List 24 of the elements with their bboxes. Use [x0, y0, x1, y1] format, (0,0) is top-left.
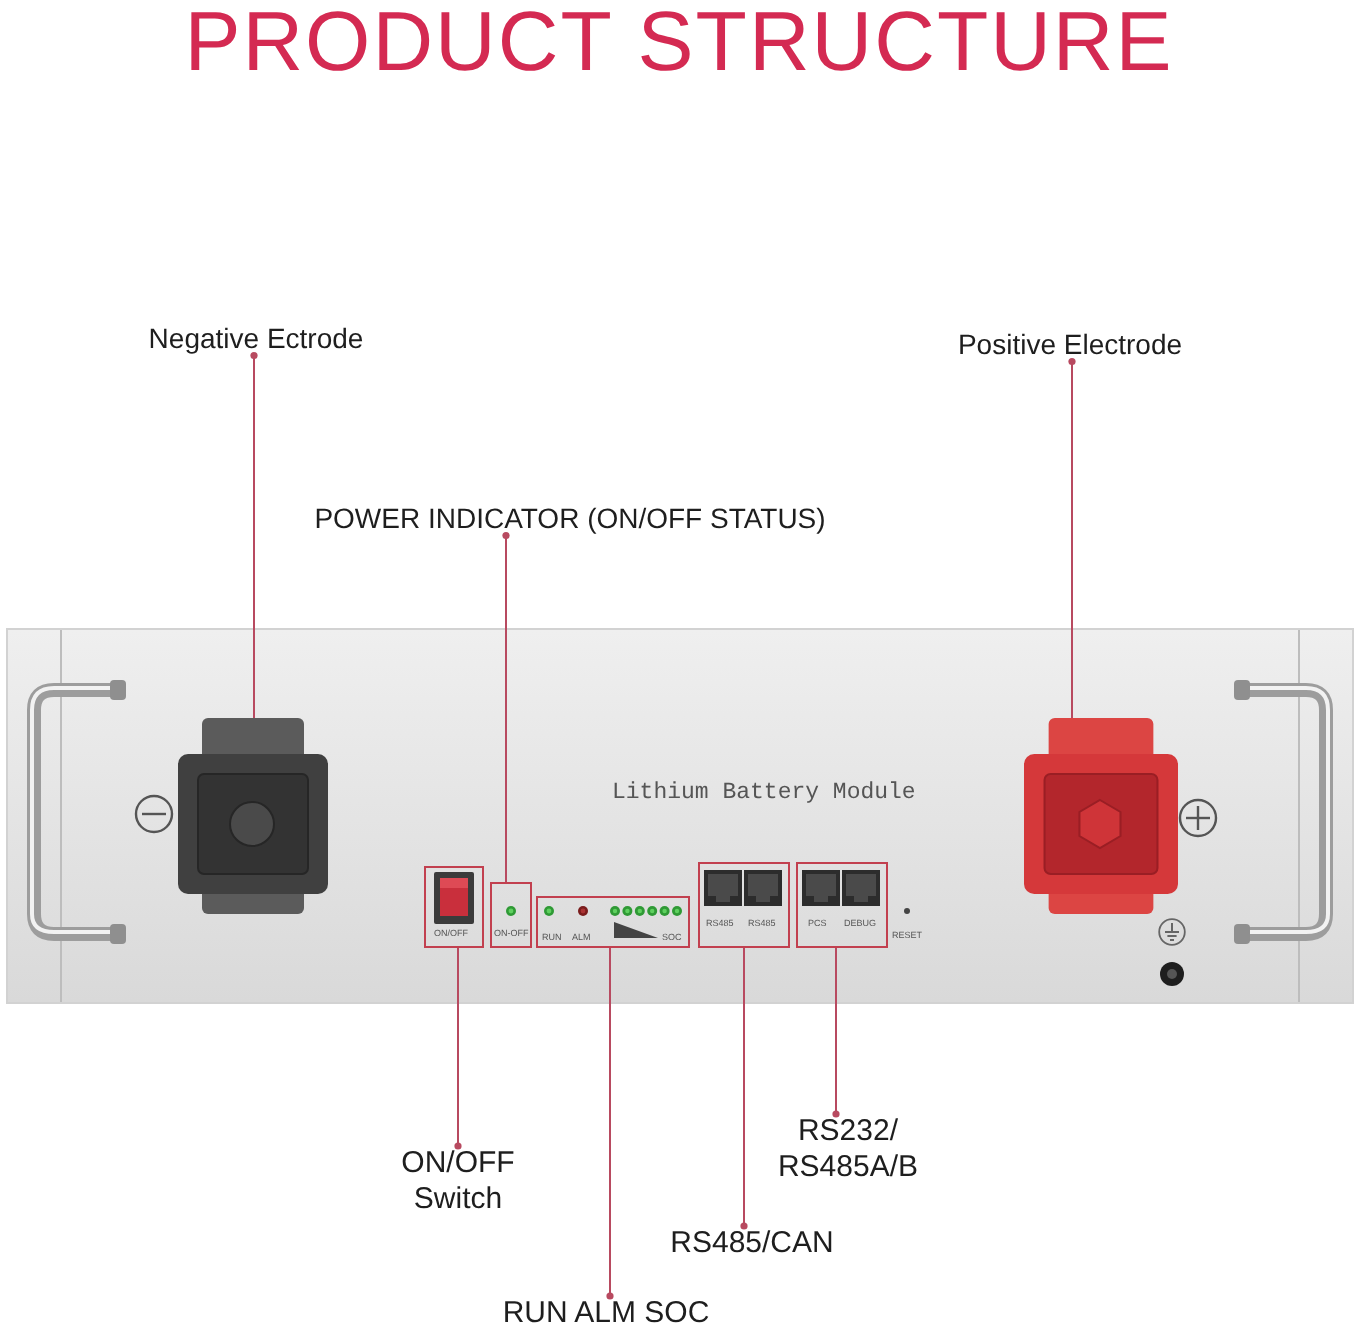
callout-label: RS232/ RS485A/B — [774, 1114, 922, 1186]
highlight-frame — [424, 866, 484, 948]
leader-line — [502, 532, 510, 883]
leader-line — [454, 947, 462, 1150]
callout-label: POWER INDICATOR (ON/OFF STATUS) — [314, 502, 826, 536]
callout-label: RUN ALM SOC — [502, 1296, 710, 1332]
highlight-frame — [796, 862, 888, 948]
callout-label: ON/OFF Switch — [396, 1146, 520, 1218]
highlight-frame — [698, 862, 790, 948]
leader-line — [606, 947, 614, 1300]
callout-label: RS485/CAN — [670, 1226, 834, 1262]
negative-terminal — [178, 718, 328, 914]
highlight-frame — [490, 882, 532, 948]
battery-front-panel — [6, 628, 1354, 1004]
highlight-frame — [536, 896, 690, 948]
leader-line — [1068, 358, 1076, 719]
callout-label: Negative Ectrode — [148, 322, 364, 356]
title: PRODUCT STRUCTURE — [184, 0, 1174, 84]
leader-line — [250, 352, 258, 719]
module-label: Lithium Battery Module — [612, 780, 916, 808]
leader-line — [832, 947, 840, 1118]
positive-terminal — [1024, 718, 1178, 914]
callout-label: Positive Electrode — [957, 328, 1183, 362]
leader-line — [740, 947, 748, 1230]
